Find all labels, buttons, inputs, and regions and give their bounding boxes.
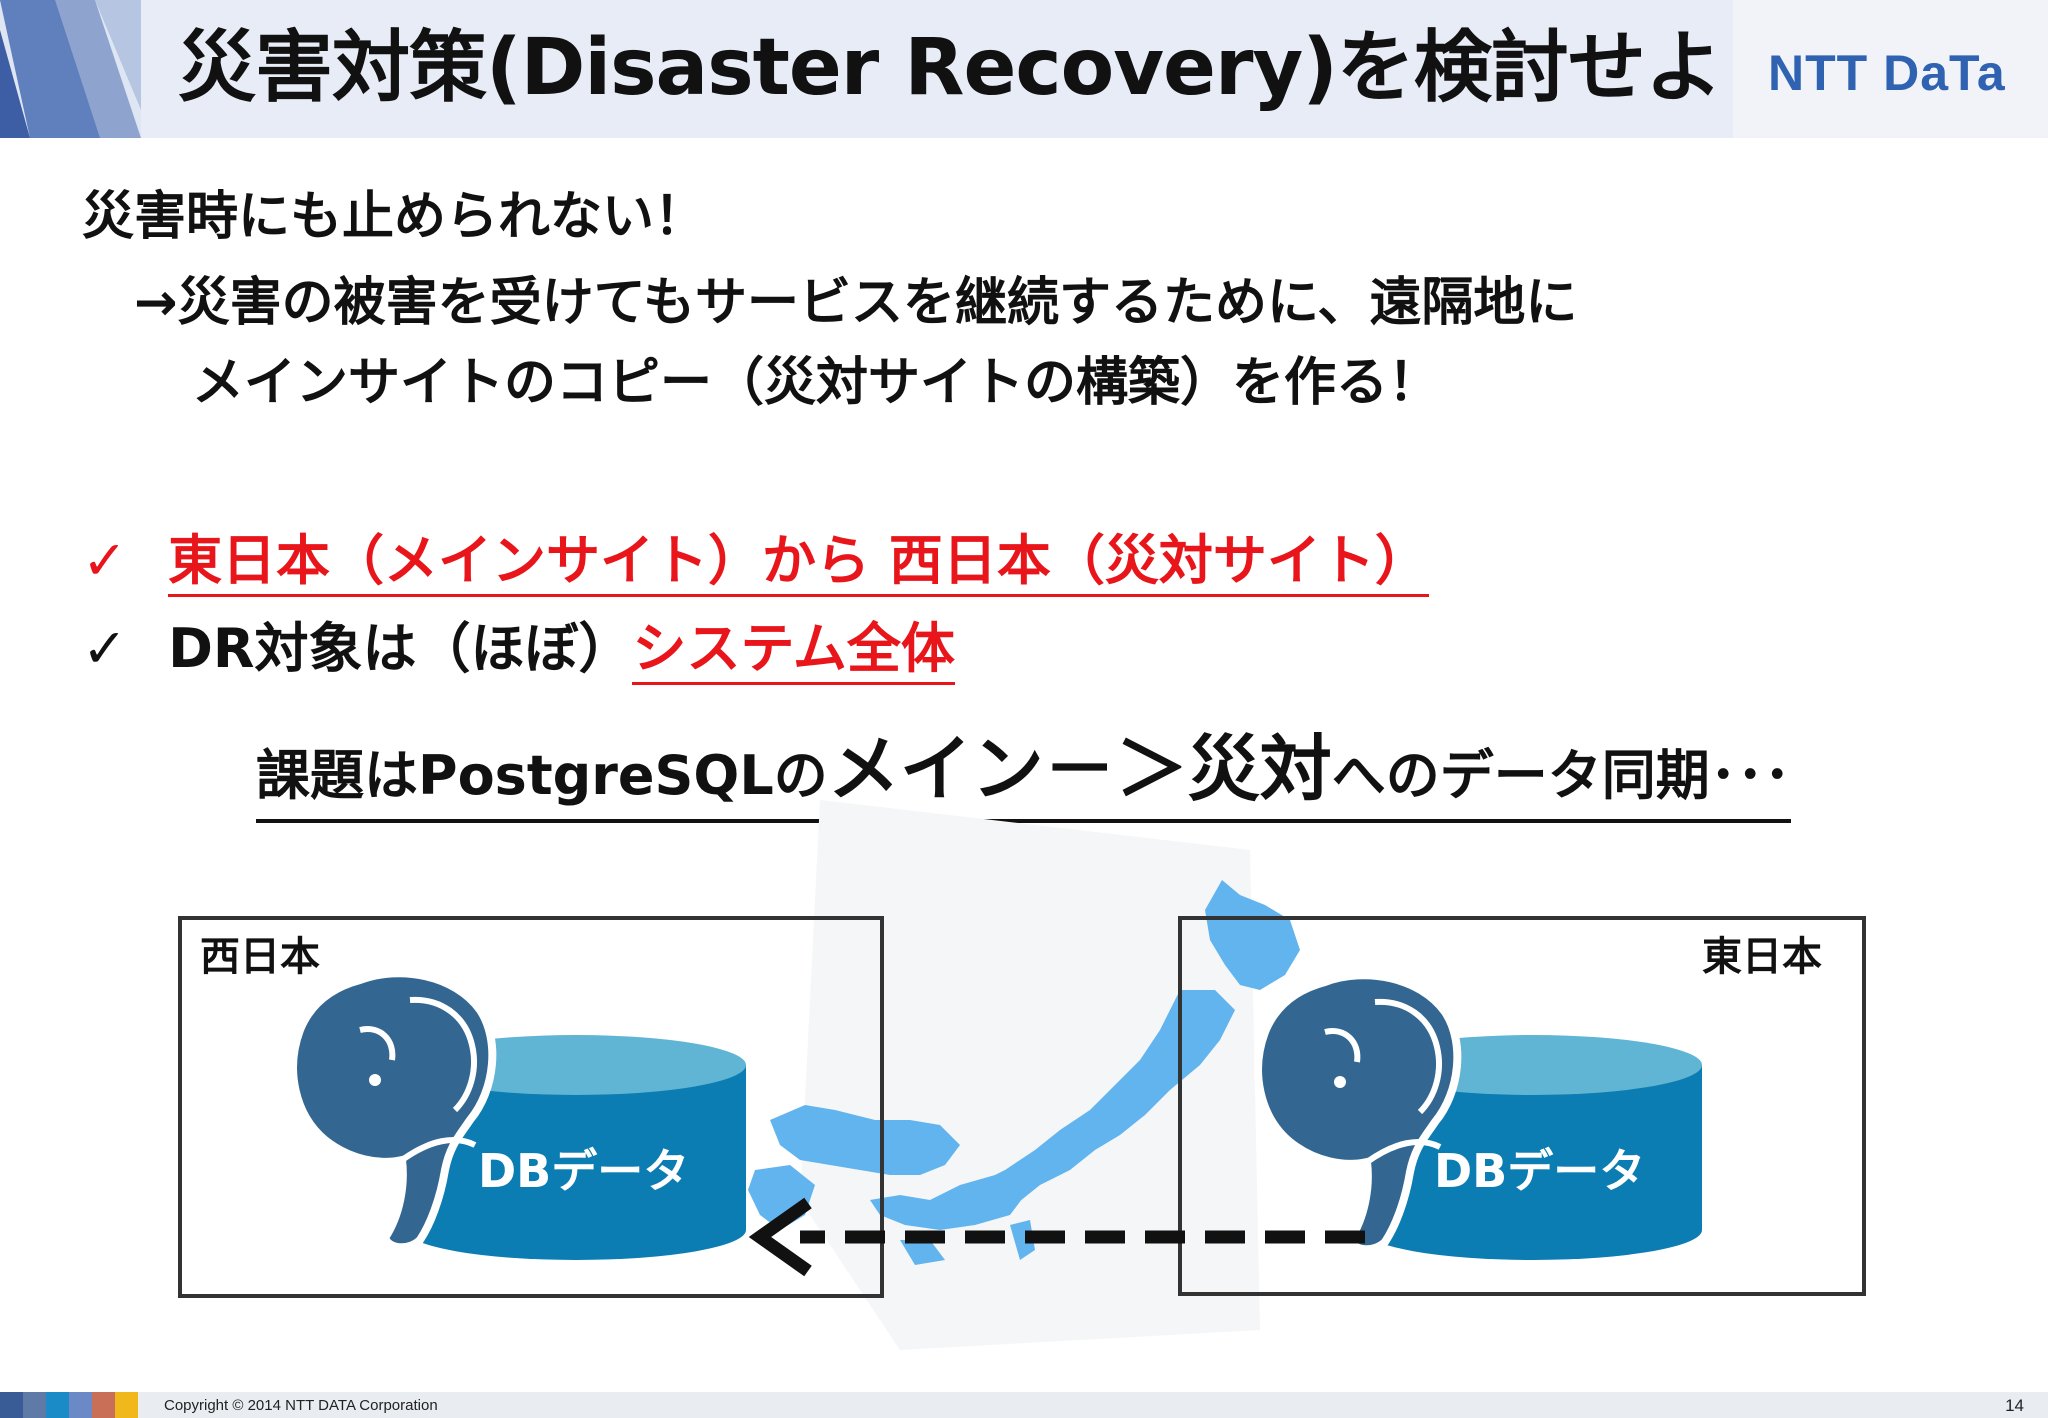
replication-arrow-icon	[748, 1197, 1365, 1277]
title-band	[141, 0, 1733, 138]
logo-area	[1733, 0, 2048, 138]
check-mark-icon: ✓	[82, 529, 128, 592]
japan-map-icon	[748, 880, 1300, 1265]
issue-part-3: へのデータ同期･･･	[1331, 744, 1791, 807]
issue-part-2: メイン－＞災対	[827, 727, 1332, 811]
copyright-text: Copyright © 2014 NTT DATA Corporation	[164, 1397, 438, 1414]
checklist-item-2-prefix: DR対象は（ほぼ）	[168, 617, 633, 680]
page-number: 14	[2005, 1396, 2024, 1415]
slide-header: 災害対策(Disaster Recovery)を検討せよ NTT DaTa	[0, 0, 2048, 138]
header-decoration-icon	[0, 0, 141, 138]
east-site-label: 東日本	[1702, 934, 1822, 980]
issue-statement: 課題はPostgreSQLのメイン－＞災対へのデータ同期･･･	[256, 710, 1791, 823]
body-line-3: メインサイトのコピー（災対サイトの構築）を作る！	[192, 353, 1441, 413]
west-postgresql-elephant-icon	[289, 969, 497, 1252]
checklist-item-2: ✓ DR対象は（ほぼ）システム全体	[82, 604, 955, 685]
footer-square-5	[92, 1392, 115, 1418]
east-site-box	[1178, 916, 1866, 1296]
east-db-label: DBデータ	[1434, 1144, 1646, 1198]
map-backdrop	[800, 800, 1260, 1350]
slide-title: 災害対策(Disaster Recovery)を検討せよ	[178, 23, 1723, 113]
east-postgresql-elephant-icon	[1254, 971, 1462, 1254]
checklist-item-1-text: 東日本（メインサイト）から 西日本（災対サイト）	[168, 529, 1429, 597]
ntt-data-logo: NTT DaTa	[1768, 45, 2006, 101]
slide-footer	[0, 1392, 2048, 1418]
body-line-2: →災害の被害を受けてもサービスを継続するために、遠隔地に	[134, 273, 1578, 333]
west-db-label: DBデータ	[478, 1144, 690, 1198]
issue-part-1: 課題はPostgreSQLの	[256, 744, 828, 807]
check-mark-icon: ✓	[82, 617, 128, 680]
footer-square-6	[115, 1392, 138, 1418]
checklist-item-1: ✓ 東日本（メインサイト）から 西日本（災対サイト）	[82, 516, 1429, 597]
footer-square-3	[46, 1392, 69, 1418]
footer-square-1	[0, 1392, 23, 1418]
footer-square-4	[69, 1392, 92, 1418]
west-site-box	[178, 916, 884, 1298]
body-line-1: 災害時にも止められない！	[82, 187, 707, 247]
checklist-item-2-highlight: システム全体	[632, 617, 955, 685]
west-site-label: 西日本	[200, 934, 320, 980]
footer-square-2	[23, 1392, 46, 1418]
